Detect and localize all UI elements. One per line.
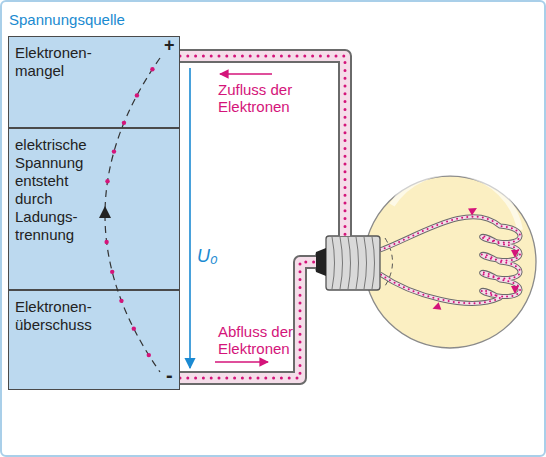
flow-label: Zufluss der Elektronen: [218, 81, 313, 116]
drawing-part: [348, 237, 351, 289]
drawing-part: [380, 217, 520, 304]
drawing-part: [180, 262, 316, 378]
title: Spannungsquelle: [9, 11, 125, 28]
drawing-part: [105, 179, 109, 183]
drawing-part: [180, 262, 316, 378]
bulb-neck: [385, 238, 393, 286]
drawing-part: [372, 237, 375, 289]
drawing-part: [132, 326, 136, 330]
drawing-part: [112, 149, 116, 153]
base-contact: [314, 248, 326, 276]
flow-arrow: [220, 73, 272, 75]
voltage-label: U₀: [197, 246, 218, 267]
source-section: Elektronen- mangel: [8, 36, 180, 128]
drawing-part: [468, 205, 479, 216]
drawing-part: [180, 56, 345, 236]
section-text: elektrische Spannung entsteht durch Ladu…: [15, 136, 95, 244]
drawing-part: [180, 56, 345, 236]
drawing-part: [364, 237, 367, 289]
voltage-arrow: [189, 68, 191, 368]
polarity-sign: +: [164, 35, 175, 56]
drawing-part: [119, 299, 123, 303]
drawing-part: [431, 302, 441, 312]
drawing-part: [147, 353, 151, 357]
polarity-sign: -: [166, 364, 173, 387]
drawing-part: [110, 270, 114, 274]
source-section: Elektronen- überschuss: [8, 290, 180, 390]
drawing-part: [340, 237, 343, 289]
bulb-highlight: [392, 172, 520, 230]
lamp-bulb: [364, 176, 536, 348]
section-text: Elektronen- mangel: [15, 44, 110, 80]
drawing-part: [332, 237, 335, 289]
cable: [180, 56, 345, 378]
drawing-part: [150, 67, 154, 71]
drawing-part: [180, 56, 345, 236]
path-arrowhead: [99, 206, 111, 218]
drawing-part: [511, 286, 519, 294]
electron-dots: [104, 67, 154, 357]
drawing-part: [104, 240, 108, 244]
drawing-part: [511, 250, 519, 258]
drawing-part: [135, 93, 139, 97]
internal-path: [105, 58, 160, 372]
filament: [380, 205, 520, 313]
lamp-base: [326, 236, 380, 290]
source-section: elektrische Spannung entsteht durch Ladu…: [8, 128, 180, 290]
flow-label: Abfluss der Elektronen: [218, 323, 313, 358]
flow-arrow: [215, 361, 268, 363]
drawing-part: [122, 121, 126, 125]
drawing-part: [180, 262, 316, 378]
drawing-part: [380, 217, 520, 304]
section-text: Elektronen- überschuss: [15, 298, 110, 334]
drawing-part: [356, 237, 359, 289]
drawing-part: [380, 217, 520, 304]
screw-thread: [332, 237, 375, 289]
